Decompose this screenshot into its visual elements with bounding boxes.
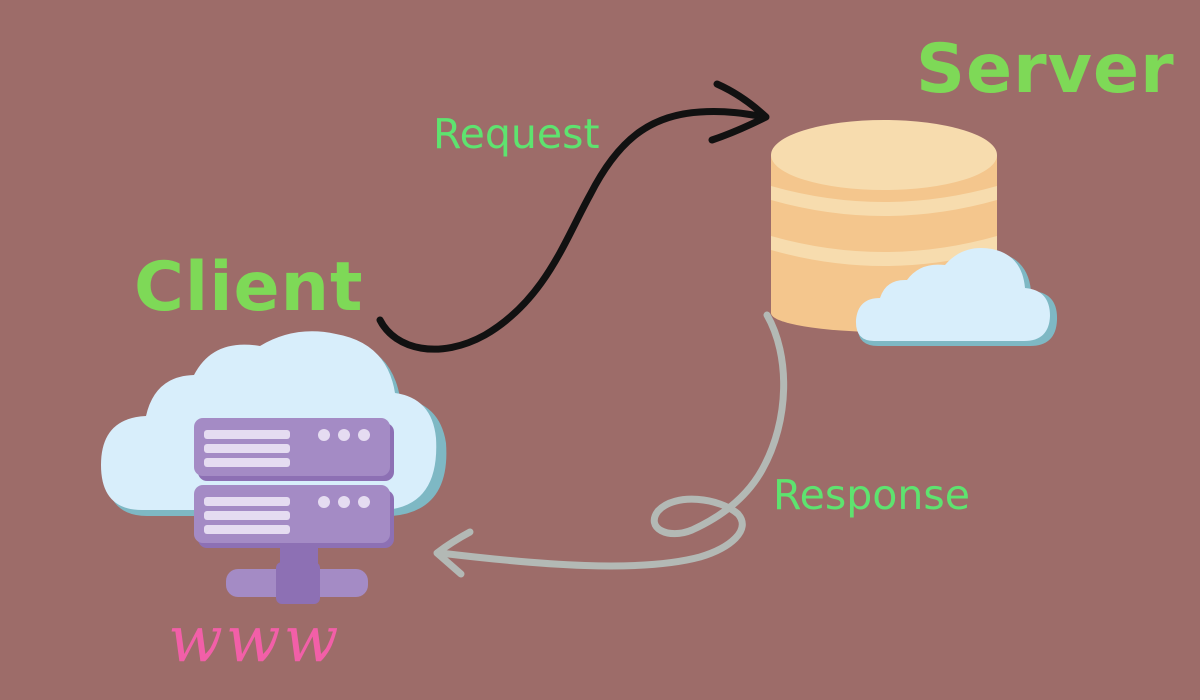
www-text: www: [168, 603, 342, 677]
server-title: Server: [916, 30, 1175, 109]
response-label: Response: [773, 471, 970, 519]
server-rack-icon: [194, 418, 394, 604]
arrow-right-icon: [376, 80, 770, 353]
client-title: Client: [134, 248, 364, 327]
arrow-left-icon: [433, 311, 788, 578]
cloud-icon: [855, 248, 1058, 346]
request-label: Request: [433, 110, 600, 158]
